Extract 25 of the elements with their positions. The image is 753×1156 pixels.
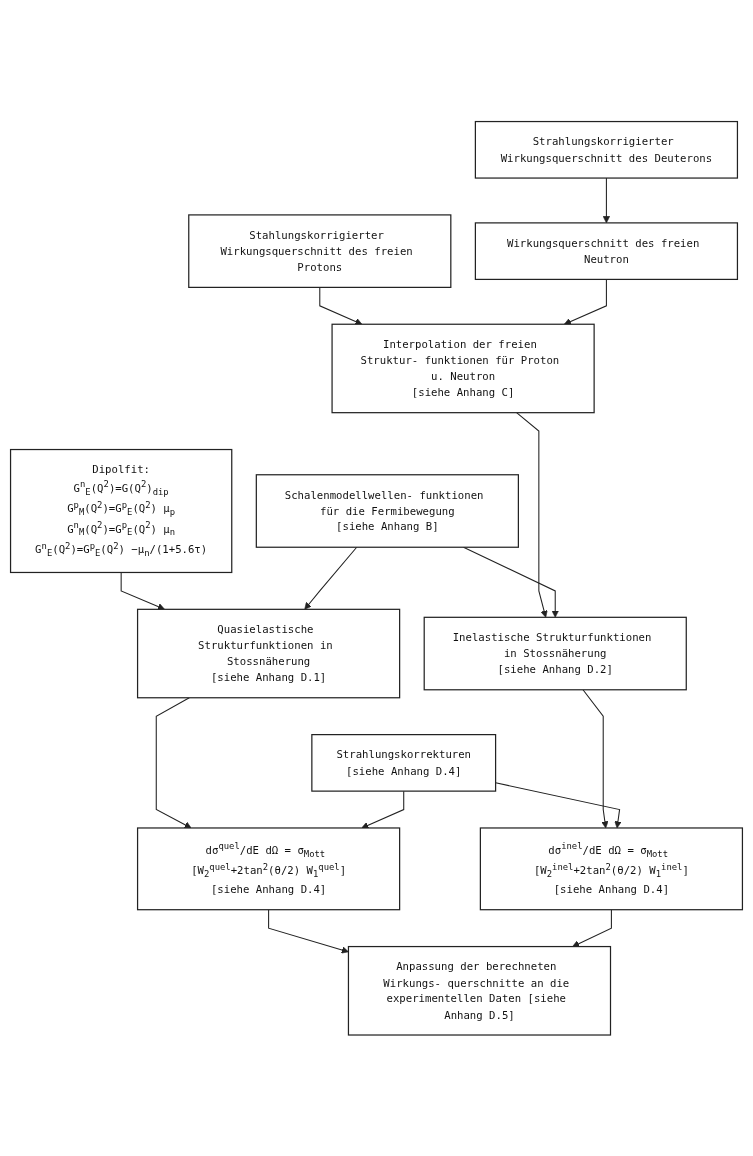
node-box: Schalenmodellwellen- funktionen für die Fermibewegung [siehe Anhang B] [255,473,519,548]
arrow [516,411,548,618]
arrow [319,286,363,325]
node-box: Strahlungskorrekturen [siehe Anhang D.4] [311,733,497,792]
node-box: Stahlungskorrigierter Wirkungsquerschnitt des freien Protons [188,214,452,288]
node-box: Quasielastische Strukturfunktionen in Stossnäherung [siehe Anhang D.1] [136,608,401,699]
arrow [563,278,607,325]
arrow [495,781,622,828]
node-box: dσ$^{inel}$/dE dΩ = σ$_{Mott}$ [W$_{2}$$^{inel}$+2tan$^{2}$(θ/2) W$_{1}$$^{inel}$] [siehe Anhang D.4] [479,827,744,911]
node-box: Anpassung der berechneten Wirkungs- querschnitte an die experimentellen Daten [siehe Anhang D.5] [347,945,612,1036]
arrow [304,546,358,610]
arrow [602,177,610,223]
node-box: Dipolfit: G$^{n}$$_{E}$(Q$^{2}$)=G(Q$^{2}$)$_{dip}$ G$^{p}$$_{M}$(Q$^{2}$)=G$^{p}$$_{E}$(Q$^{2}$) μ$_{p}$ G$^{n}$$_{M}$(Q$^{2}$)=G$^{p}$$_{E}$(Q$^{2}$) μ$_{n}$ G$^{n}$$_{E}$(Q$^{2}$)=G$^{p}$$_{E}$(Q$^{2}$) −μ$_{n}$/(1+5.6τ) [9,448,233,573]
node-box: Wirkungsquerschnitt des freien Neutron [474,222,739,280]
arrow [268,908,349,954]
node-box: Interpolation der freien Struktur- funktionen für Proton u. Neutron [siehe Anhang C] [331,323,595,413]
node-box: dσ$^{quel}$/dE dΩ = σ$_{Mott}$ [W$_{2}$$^{quel}$+2tan$^{2}$(θ/2) W$_{1}$$^{quel}$] [siehe Anhang D.4] [136,827,401,911]
node-box: Strahlungskorrigierter Wirkungsquerschnitt des Deuterons [474,120,739,179]
arrow [462,546,559,618]
arrow [120,571,165,610]
arrow [155,696,192,828]
arrow [582,688,609,828]
node-box: Inelastische Strukturfunktionen in Stossnäherung [siehe Anhang D.2] [423,616,687,691]
arrow [572,908,612,947]
arrow [361,790,405,829]
